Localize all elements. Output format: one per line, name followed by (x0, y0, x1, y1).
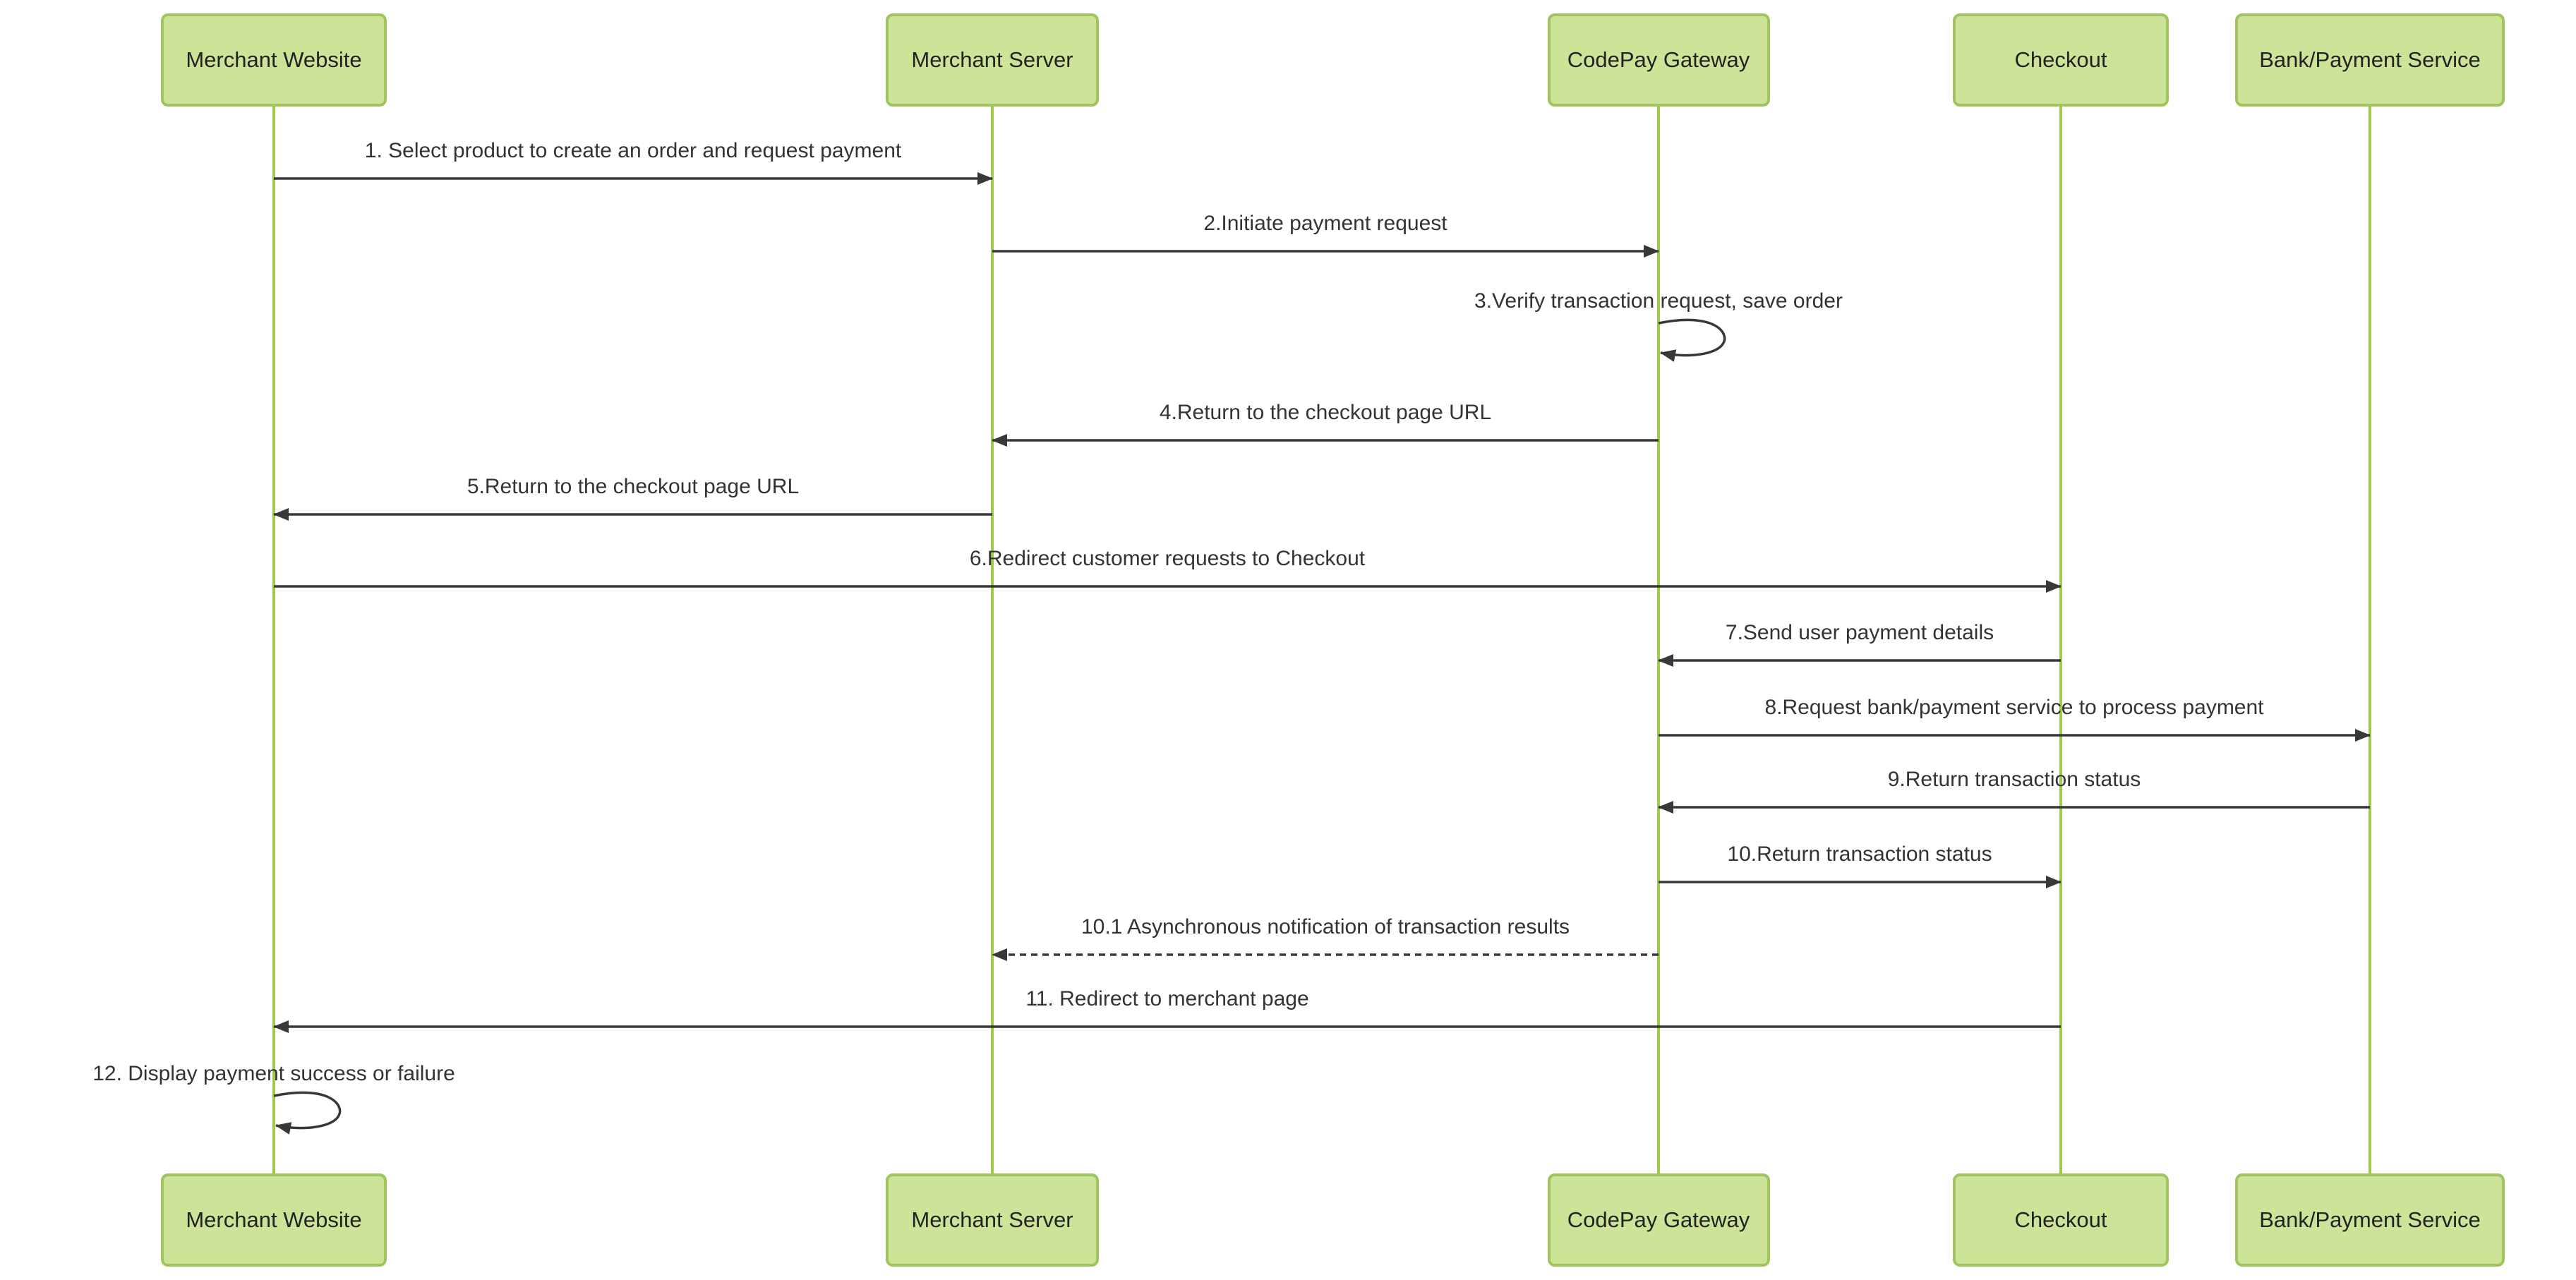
lifelines-layer (272, 107, 2371, 1173)
actor-label: Merchant Website (186, 1207, 362, 1232)
actor-checkout-top: Checkout (1953, 13, 2169, 107)
message-label-m10-1: 10.1 Asynchronous notification of transa… (1081, 915, 1570, 938)
message-selfloop-m3 (1658, 318, 1726, 362)
actor-merchant-website-top: Merchant Website (161, 13, 387, 107)
actor-label: CodePay Gateway (1567, 47, 1750, 72)
actor-label: Merchant Server (911, 47, 1073, 72)
actor-codepay-gateway-top: CodePay Gateway (1547, 13, 1770, 107)
actor-merchant-website-bottom: Merchant Website (161, 1173, 387, 1267)
actor-label: Merchant Server (911, 1207, 1073, 1232)
message-label-m4: 4.Return to the checkout page URL (1159, 401, 1492, 424)
message-label-m12: 12. Display payment success or failure (92, 1062, 455, 1085)
message-label-m1: 1. Select product to create an order and… (364, 139, 902, 162)
message-label-m9: 9.Return transaction status (1887, 768, 2141, 791)
message-label-m6: 6.Redirect customer requests to Checkout (969, 547, 1366, 570)
actor-merchant-server-top: Merchant Server (886, 13, 1099, 107)
actor-codepay-gateway-bottom: CodePay Gateway (1547, 1173, 1770, 1267)
actor-label: CodePay Gateway (1567, 1207, 1750, 1232)
message-label-m10: 10.Return transaction status (1727, 843, 1992, 866)
message-label-m3: 3.Verify transaction request, save order (1474, 289, 1843, 313)
message-label-m5: 5.Return to the checkout page URL (467, 475, 800, 498)
actor-label: Checkout (2014, 1207, 2107, 1232)
actor-label: Bank/Payment Service (2259, 47, 2481, 72)
actor-bank-payment-service-top: Bank/Payment Service (2235, 13, 2505, 107)
message-label-m8: 8.Request bank/payment service to proces… (1764, 696, 2264, 719)
message-selfloop-m12 (273, 1091, 342, 1135)
message-label-m7: 7.Send user payment details (1725, 621, 1994, 644)
message-label-m11: 11. Redirect to merchant page (1025, 987, 1309, 1010)
actor-merchant-server-bottom: Merchant Server (886, 1173, 1099, 1267)
actor-label: Checkout (2014, 47, 2107, 72)
actor-label: Merchant Website (186, 47, 362, 72)
message-label-m2: 2.Initiate payment request (1203, 212, 1448, 235)
actor-label: Bank/Payment Service (2259, 1207, 2481, 1232)
messages-layer (273, 172, 2371, 1135)
actor-checkout-bottom: Checkout (1953, 1173, 2169, 1267)
actor-bank-payment-service-bottom: Bank/Payment Service (2235, 1173, 2505, 1267)
